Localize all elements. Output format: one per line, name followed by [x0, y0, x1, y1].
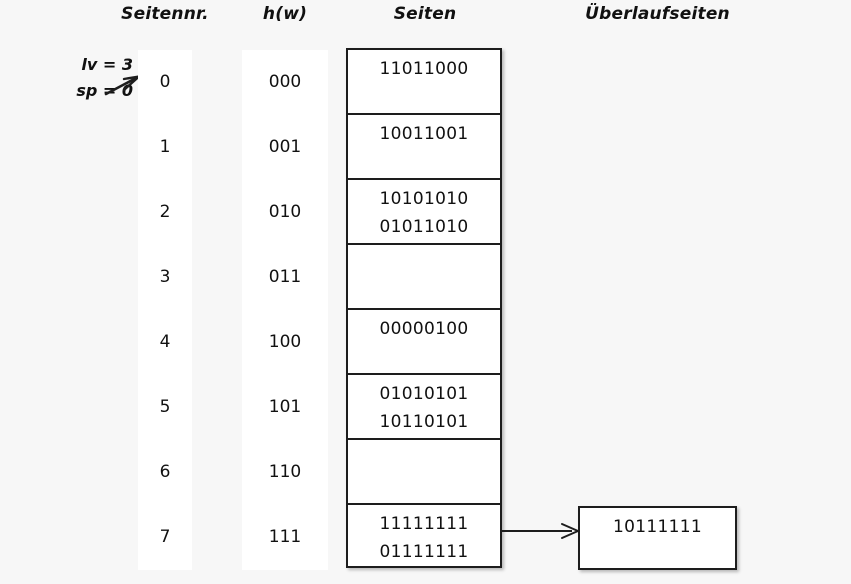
seitennr-cell: 6 [159, 462, 171, 482]
pages-table: 11011000 10011001 10101010 01011010 00000100… [346, 48, 502, 568]
overflow-page-entry: 10111111 [613, 517, 702, 537]
page-row: 11011000 [348, 50, 500, 115]
hw-cell: 101 [268, 397, 302, 417]
page-row: 10101010 01011010 [348, 180, 500, 245]
page-entry: 01111111 [379, 542, 469, 562]
page-entry: 10011001 [379, 124, 469, 144]
seitennr-cell: 7 [159, 527, 171, 547]
seitennr-cell: 4 [159, 332, 171, 352]
page-row: 11111111 01111111 [348, 505, 500, 570]
hw-column: 000 001 010 011 100 101 110 111 [242, 50, 328, 570]
column-header-seiten: Seiten [393, 4, 457, 24]
hw-cell: 011 [268, 267, 302, 287]
hw-cell: 111 [268, 527, 302, 547]
page-row: 10011001 [348, 115, 500, 180]
hw-cell: 100 [268, 332, 302, 352]
page-row: 00000100 [348, 310, 500, 375]
seitennr-cell: 1 [159, 137, 171, 157]
page-entry: 11011000 [379, 59, 469, 79]
hw-cell: 001 [268, 137, 302, 157]
seitennr-cell: 2 [159, 202, 171, 222]
page-entry: 10101010 [379, 189, 469, 209]
hw-cell: 110 [268, 462, 302, 482]
lv-label: lv = 3 [81, 55, 133, 74]
column-header-ueberlaufseiten: Überlaufseiten [585, 4, 730, 24]
page-row [348, 440, 500, 505]
overflow-page-box: 10111111 [578, 506, 737, 570]
page-entry: 10110101 [379, 412, 469, 432]
page-row: 01010101 10110101 [348, 375, 500, 440]
seitennr-cell: 3 [159, 267, 171, 287]
hw-cell: 000 [268, 72, 302, 92]
column-header-hw: h(w) [262, 4, 308, 24]
column-header-seitennr: Seitennr. [121, 4, 209, 24]
seitennr-cell: 0 [159, 72, 171, 92]
hw-column-background [242, 50, 328, 570]
page-entry: 11111111 [379, 514, 469, 534]
seitennr-column: 0 1 2 3 4 5 6 7 [138, 50, 192, 570]
seitennr-column-background [138, 50, 192, 570]
hw-cell: 010 [268, 202, 302, 222]
arrow-right-icon [500, 523, 579, 539]
page-entry: 01010101 [379, 384, 469, 404]
page-entry: 01011010 [379, 217, 469, 237]
seitennr-cell: 5 [159, 397, 171, 417]
page-entry: 00000100 [379, 319, 469, 339]
page-row [348, 245, 500, 310]
